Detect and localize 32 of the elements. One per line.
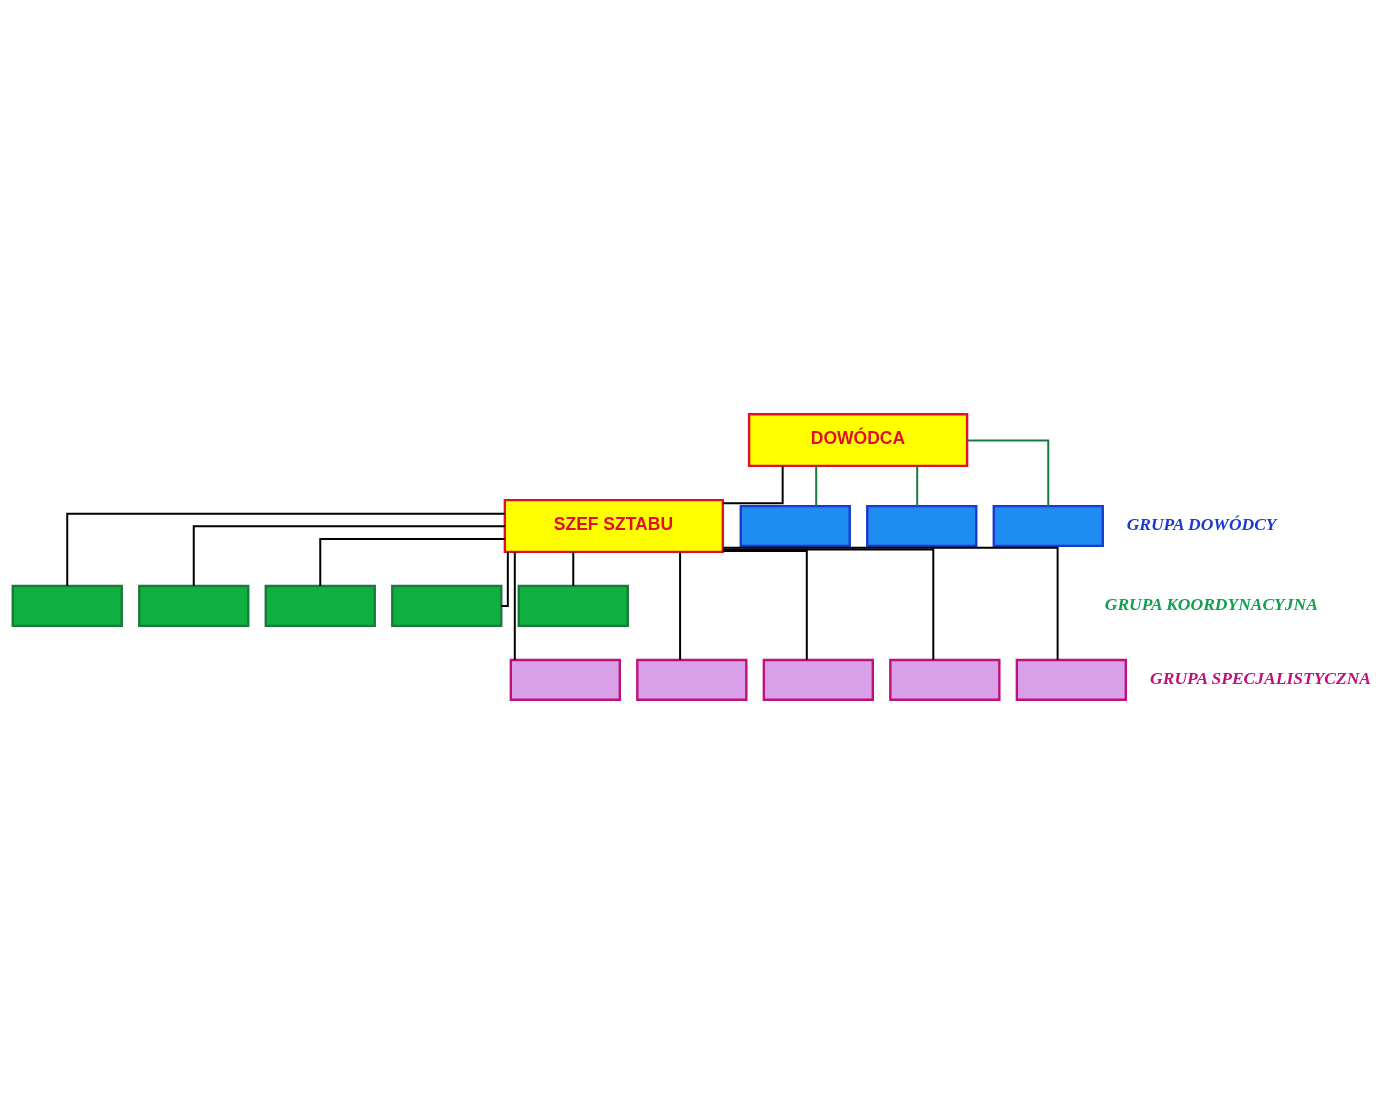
label: GRUPA DOWÓDCY	[1126, 513, 1277, 534]
label: GRUPA SPECJALISTYCZNA	[1150, 667, 1372, 688]
label: GRUPA KOORDYNACYJNA	[1104, 593, 1318, 614]
connector	[721, 465, 784, 505]
connector	[679, 551, 682, 661]
node-box	[517, 584, 629, 627]
connector	[722, 546, 1059, 661]
connector	[192, 525, 506, 587]
connector	[916, 465, 919, 508]
node-box	[138, 584, 250, 627]
node-box	[739, 504, 851, 548]
connector	[319, 538, 506, 587]
connector	[500, 550, 509, 607]
node-box	[762, 658, 875, 701]
connector	[722, 550, 808, 661]
node-box	[1015, 658, 1128, 701]
connector	[815, 465, 818, 508]
node-box	[11, 584, 123, 627]
connector	[721, 548, 935, 661]
node-box	[866, 504, 978, 548]
node-box: SZEF SZTABU	[503, 498, 725, 554]
node-box: DOWÓDCA	[747, 413, 969, 468]
node-box	[391, 584, 503, 627]
node-box	[636, 658, 748, 701]
connector	[572, 550, 575, 587]
connector	[66, 512, 506, 587]
connector	[966, 439, 1050, 507]
connector	[513, 551, 516, 661]
node-box	[264, 584, 376, 627]
node-box	[889, 658, 1001, 701]
node-box	[992, 504, 1104, 548]
node-box	[509, 658, 621, 701]
